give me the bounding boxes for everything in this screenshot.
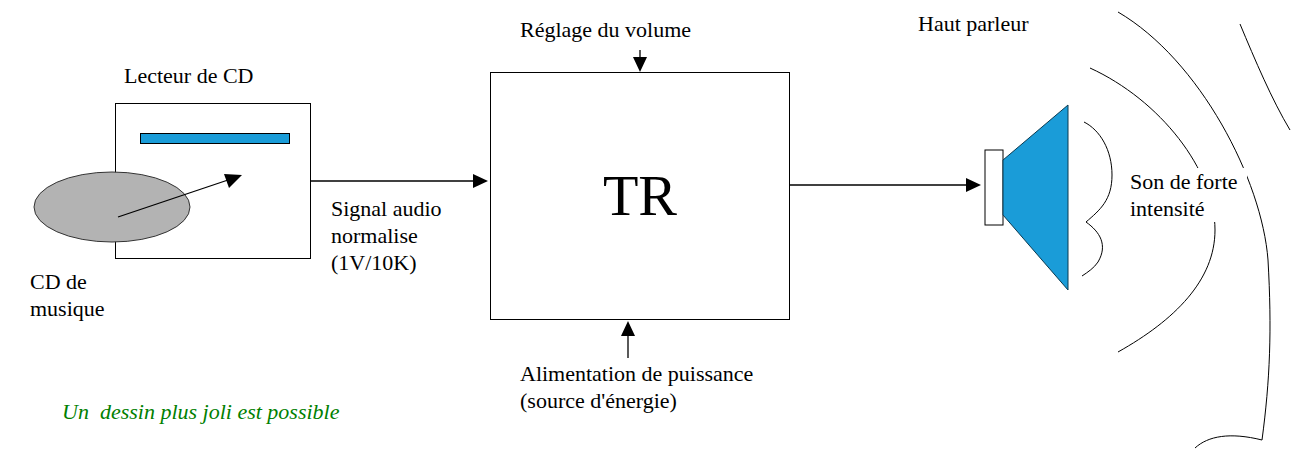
connector — [311, 174, 488, 188]
box-title: TR — [603, 163, 677, 229]
tone-arm — [118, 180, 228, 217]
process-box: TR — [490, 72, 790, 320]
arrow-head — [621, 321, 635, 336]
cd-disc — [34, 172, 190, 242]
power-arrow — [627, 334, 628, 358]
signal-label: Signal audio normalise (1V/10K) — [331, 195, 471, 276]
connector-line — [790, 184, 967, 185]
connector — [790, 178, 981, 192]
speaker-symbol — [983, 95, 1071, 275]
arrow-head — [633, 57, 647, 72]
sound-wave — [1240, 24, 1290, 130]
cd-player-box: Lecteur de CD — [115, 103, 311, 259]
note: Un dessin plus joli est possible — [62, 398, 339, 425]
box-heading: Lecteur de CD — [124, 62, 254, 89]
arrow-head — [224, 174, 242, 188]
speaker-magnet — [985, 150, 1003, 225]
power-label: Alimentation de puissance (source d'éner… — [520, 360, 805, 414]
speaker-cone — [1003, 105, 1068, 290]
box-heading: Haut parleur — [918, 10, 1029, 37]
sound-wave — [1118, 12, 1270, 448]
connector-line — [311, 180, 474, 181]
sound-wave — [1082, 122, 1112, 276]
arrow-head — [473, 174, 488, 188]
arrow-head — [966, 178, 981, 192]
cd-tray — [140, 133, 290, 144]
speaker: Haut parleur — [983, 95, 1071, 275]
control-arrow — [639, 50, 640, 58]
sound-label: Son de forte intensité — [1128, 168, 1247, 222]
part-name: CD de musique — [30, 268, 125, 322]
control-label: Réglage du volume — [520, 16, 691, 43]
